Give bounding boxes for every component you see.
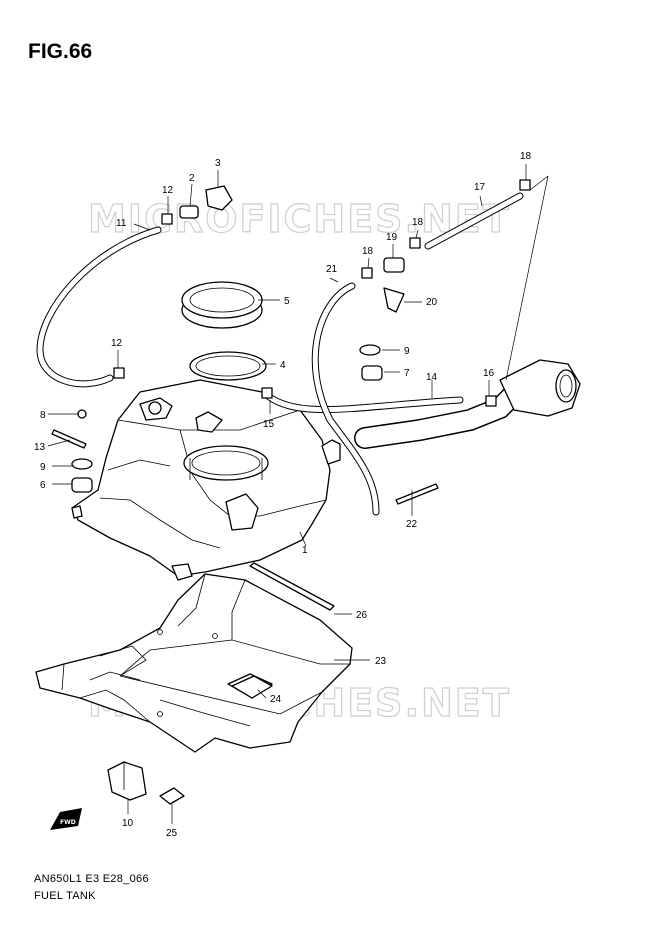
under-cover	[35, 573, 353, 753]
damper-9-right	[359, 344, 381, 356]
callout-24: 24	[270, 694, 282, 705]
holder-10	[107, 761, 147, 801]
callout-12-top: 12	[162, 185, 174, 196]
callout-23: 23	[375, 656, 387, 667]
figure-name: FUEL TANK	[34, 890, 96, 902]
clamp-22	[395, 483, 439, 505]
fwd-label: FWD	[60, 819, 76, 826]
callout-9-right: 9	[404, 346, 410, 357]
hose-17	[424, 192, 524, 250]
clip-16	[485, 395, 497, 407]
breather-hose-14	[264, 392, 464, 414]
callouts: 1 2 3 4 5 6 7 8 9 9 10 11 12 12 13 14 15…	[34, 151, 532, 839]
callout-3: 3	[215, 158, 221, 169]
callout-16: 16	[483, 368, 495, 379]
callout-4: 4	[280, 360, 286, 371]
hose-11	[36, 226, 162, 388]
strip	[249, 562, 335, 611]
cushion-6	[71, 477, 93, 493]
callout-12-mid: 12	[111, 338, 123, 349]
callout-15: 15	[263, 419, 275, 430]
callout-13: 13	[34, 442, 46, 453]
callout-2: 2	[189, 173, 195, 184]
callout-20: 20	[426, 297, 438, 308]
damper-9-left	[71, 458, 93, 470]
bracket-3	[205, 185, 233, 211]
callout-18-top: 18	[520, 151, 532, 162]
fuel-tank	[71, 379, 341, 581]
clip-15	[261, 387, 273, 399]
callout-10: 10	[122, 818, 134, 829]
model-code: AN650L1 E3 E28_066	[34, 873, 149, 885]
watermark-top: MICROFICHES.NET	[88, 197, 511, 241]
bolt-8	[77, 409, 87, 419]
callout-19: 19	[386, 232, 398, 243]
callout-8: 8	[40, 410, 46, 421]
callout-18-left: 18	[362, 246, 374, 257]
clip-18-c	[519, 179, 531, 191]
callout-11: 11	[116, 218, 127, 229]
callout-14: 14	[426, 372, 438, 383]
bracket-20	[383, 287, 405, 313]
callout-22: 22	[406, 519, 418, 530]
valve-19	[383, 257, 405, 273]
clip-12-mid	[113, 367, 125, 379]
callout-9-left: 9	[40, 462, 46, 473]
callout-7: 7	[404, 368, 410, 379]
clip-18-a	[361, 267, 373, 279]
callout-21: 21	[326, 264, 338, 275]
callout-25: 25	[166, 828, 178, 839]
callout-1: 1	[302, 545, 308, 556]
callout-5: 5	[284, 296, 290, 307]
pad-25	[159, 787, 185, 805]
fwd-arrow-icon: FWD	[50, 808, 82, 830]
leader-lines	[47, 164, 549, 824]
cushion-7	[361, 365, 383, 381]
callout-26: 26	[356, 610, 368, 621]
callout-6: 6	[40, 480, 46, 491]
gasket-ring	[189, 351, 267, 381]
clip-12-top	[161, 213, 173, 225]
lock-ring	[181, 281, 263, 329]
figure-title: FIG.66	[28, 40, 93, 63]
callout-17: 17	[474, 182, 486, 193]
filler-hose	[354, 359, 581, 449]
band-13	[51, 429, 87, 449]
callout-18-mid: 18	[412, 217, 424, 228]
pad-24	[231, 675, 273, 699]
clip-18-b	[409, 237, 421, 249]
valve-2	[179, 205, 199, 219]
drain-hose-21	[311, 282, 380, 516]
